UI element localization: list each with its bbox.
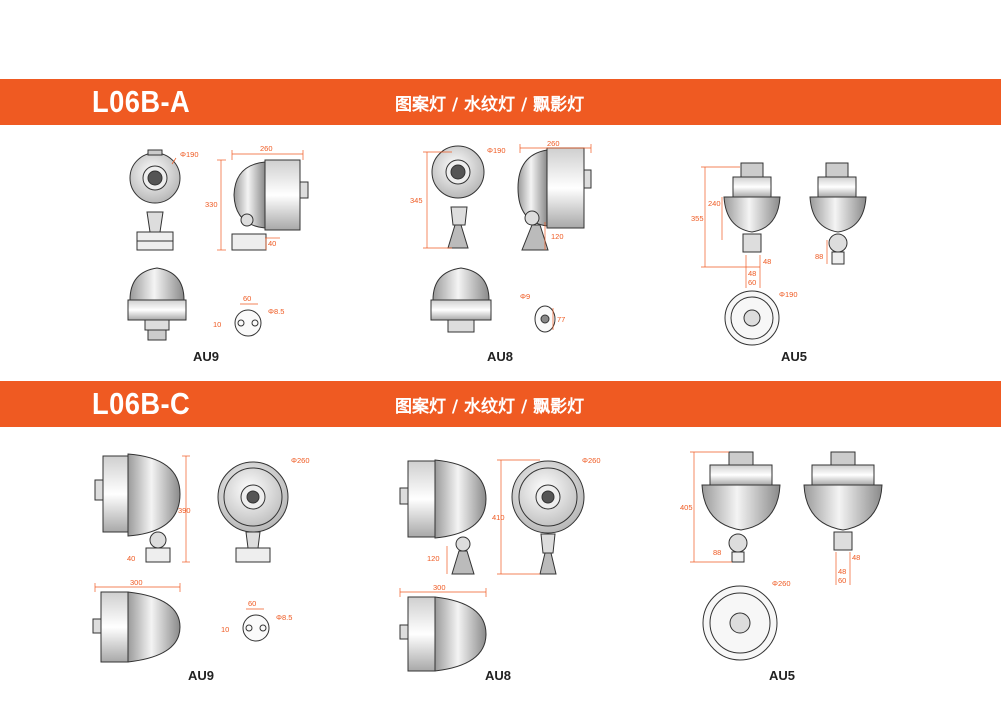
dim-label: 355	[691, 214, 704, 223]
dim-label: Φ260	[772, 579, 791, 588]
au8-a-base-plate	[534, 305, 556, 333]
au8-a-bottom-view	[430, 267, 492, 333]
dim-label: Φ190	[180, 150, 199, 159]
model-title: L06B-C	[92, 386, 191, 421]
dim-label: 300	[433, 583, 446, 592]
dim-label: 60	[748, 278, 756, 287]
au9-a-bottom-view	[127, 267, 187, 341]
section-header-a: L06B-A 图案灯 / 水纹灯 / 飘影灯	[0, 79, 1001, 125]
dim-label: 88	[713, 548, 721, 557]
dim-label: 40	[268, 239, 276, 248]
au9-a-base-plate	[234, 309, 262, 337]
dim-label: Φ8.5	[268, 307, 284, 316]
dim-label: 330	[205, 200, 218, 209]
au5-a-side-view-2	[809, 162, 867, 265]
dim-label: 48	[852, 553, 860, 562]
au5-a-top-view	[724, 290, 780, 346]
dim-label: 260	[260, 144, 273, 153]
variant-label: AU8	[485, 668, 512, 683]
dim-label: 77	[557, 315, 565, 324]
au8-c-side-view	[399, 459, 487, 575]
au9-c-front-view	[217, 461, 289, 563]
au5-c-top-view	[702, 585, 778, 661]
au5-c-side-view-2	[803, 451, 883, 551]
dim-label: 390	[178, 506, 191, 515]
dim-label: 10	[221, 625, 229, 634]
au8-a-front-view	[431, 145, 485, 249]
model-subtitle: 图案灯 / 水纹灯 / 飘影灯	[395, 397, 585, 417]
dim-label: 48	[763, 257, 771, 266]
dim-label: 48	[748, 269, 756, 278]
au8-c-front-view	[511, 460, 585, 575]
variant-label: AU9	[188, 668, 215, 683]
variant-label: AU5	[781, 349, 808, 364]
au9-a-side-view	[231, 159, 309, 251]
dim-label: 410	[492, 513, 505, 522]
dim-label: 240	[708, 199, 721, 208]
dim-label: 60	[243, 294, 251, 303]
au9-c-side-view	[94, 453, 181, 563]
section-header-c: L06B-C 图案灯 / 水纹灯 / 飘影灯	[0, 381, 1001, 427]
au5-a-side-view-1	[723, 162, 781, 253]
dim-label: 300	[130, 578, 143, 587]
dim-label: Φ8.5	[276, 613, 292, 622]
dim-label: 405	[680, 503, 693, 512]
variant-label: AU9	[193, 349, 220, 364]
dim-label: Φ9	[520, 292, 530, 301]
dim-label: Φ190	[779, 290, 798, 299]
dim-label: 48	[838, 567, 846, 576]
model-subtitle: 图案灯 / 水纹灯 / 飘影灯	[395, 95, 585, 115]
model-title: L06B-A	[92, 84, 191, 119]
dim-label: 120	[551, 232, 564, 241]
au8-a-side-view	[517, 147, 592, 251]
dimension-labels: Φ190 260 330 40 60 Φ8.5 10 Φ190 260 345 …	[127, 139, 860, 634]
dim-label: 260	[547, 139, 560, 148]
dim-label: 10	[213, 320, 221, 329]
dim-label: 120	[427, 554, 440, 563]
dim-label: Φ260	[291, 456, 310, 465]
dim-label: 88	[815, 252, 823, 261]
au9-c-bottom-view	[92, 591, 181, 663]
au9-c-base-plate	[242, 614, 270, 642]
dim-label: 60	[838, 576, 846, 585]
dim-label: Φ260	[582, 456, 601, 465]
au8-c-bottom-view	[399, 596, 487, 672]
au5-c-side-view-1	[701, 451, 781, 563]
dim-label: 60	[248, 599, 256, 608]
dim-label: 40	[127, 554, 135, 563]
variant-label: AU8	[487, 349, 514, 364]
au9-a-front-view	[129, 149, 181, 251]
variant-label: AU5	[769, 668, 796, 683]
dim-label: Φ190	[487, 146, 506, 155]
dim-label: 345	[410, 196, 423, 205]
